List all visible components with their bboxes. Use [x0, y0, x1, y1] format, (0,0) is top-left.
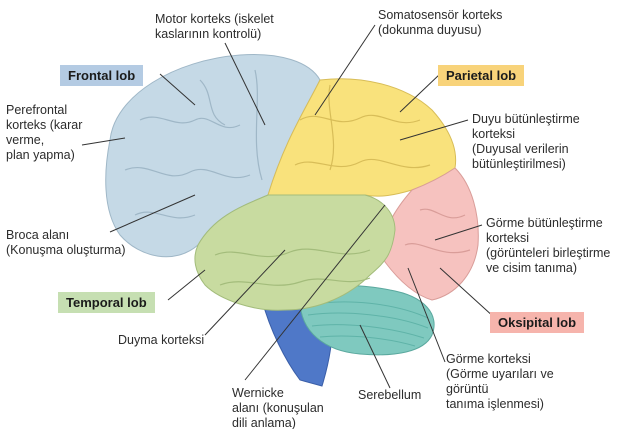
parietal-lob-tag: Parietal lob — [438, 65, 524, 86]
auditory-cortex-label: Duyma korteksi — [118, 333, 204, 348]
leader-temporal — [168, 270, 205, 300]
visual-cortex-label: Görme korteksi (Görme uyarıları ve görün… — [446, 352, 554, 412]
wernicke-area-label: Wernicke alanı (konuşulan dili anlama) — [232, 386, 324, 429]
sensory-integration-cortex-label: Duyu bütünleştirme korteksi (Duyusal ver… — [472, 112, 580, 172]
prefrontal-cortex-label: Perefrontal korteks (karar verme, plan y… — [6, 103, 82, 163]
occipital-lob-tag: Oksipital lob — [490, 312, 584, 333]
broca-area-label: Broca alanı (Konuşma oluşturma) — [6, 228, 126, 258]
visual-integration-cortex-label: Görme bütünleştirme korteksi (görünteler… — [486, 216, 610, 276]
somatosensory-cortex-label: Somatosensör korteks (dokunma duyusu) — [378, 8, 502, 38]
temporal-lob-tag: Temporal lob — [58, 292, 155, 313]
frontal-lob-tag: Frontal lob — [60, 65, 143, 86]
cerebellum-label: Serebellum — [358, 388, 421, 403]
motor-cortex-label: Motor korteks (iskelet kaslarının kontro… — [155, 12, 274, 42]
